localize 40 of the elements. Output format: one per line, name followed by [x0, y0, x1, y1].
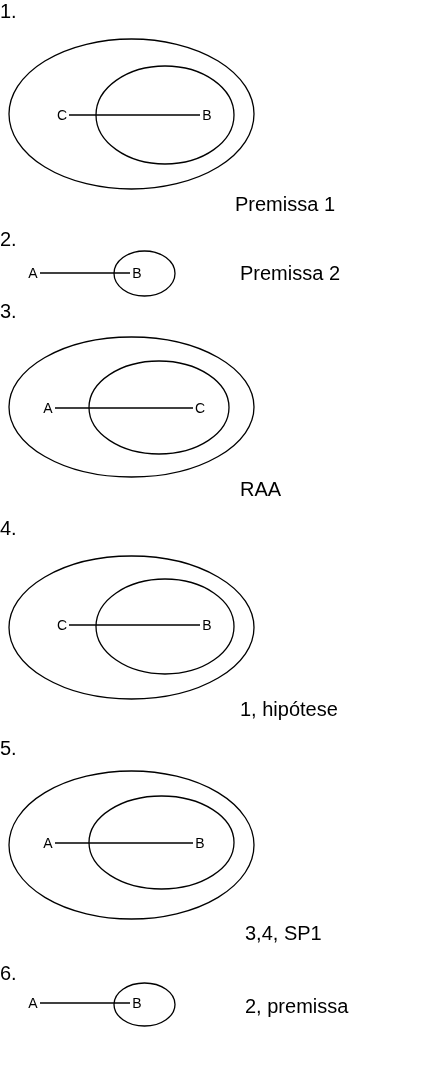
connector-line: [39, 272, 131, 274]
step-number: 5.: [0, 737, 17, 759]
set-ellipse: [8, 336, 255, 478]
set-letter: A: [26, 995, 40, 1011]
set-ellipse: [88, 360, 230, 455]
set-letter: B: [130, 995, 144, 1011]
justification-text: Premissa 1: [235, 193, 336, 215]
set-ellipse: [8, 555, 255, 700]
set-letter: A: [41, 400, 55, 416]
connector-line: [54, 407, 194, 409]
connector-line: [68, 624, 201, 626]
connector-line: [39, 1002, 131, 1004]
step-number: 2.: [0, 228, 17, 250]
justification-text: Premissa 2: [240, 262, 341, 284]
step-number: 3.: [0, 300, 17, 322]
step-number: 4.: [0, 517, 17, 539]
set-ellipse: [8, 770, 255, 920]
set-letter: C: [193, 400, 207, 416]
justification-text: 3,4, SP1: [245, 922, 322, 944]
set-letter: B: [200, 617, 214, 633]
connector-line: [54, 842, 194, 844]
set-letter: B: [130, 265, 144, 281]
set-letter: C: [55, 617, 69, 633]
connector-line: [68, 114, 201, 116]
set-letter: A: [26, 265, 40, 281]
set-ellipse: [113, 250, 176, 297]
set-ellipse: [95, 65, 235, 165]
set-letter: A: [41, 835, 55, 851]
step-number: 1.: [0, 0, 17, 22]
set-letter: B: [193, 835, 207, 851]
justification-text: 1, hipótese: [240, 698, 338, 720]
set-letter: B: [200, 107, 214, 123]
set-ellipse: [8, 38, 255, 190]
step-number: 6.: [0, 962, 17, 984]
justification-text: RAA: [240, 478, 282, 500]
set-ellipse: [113, 982, 176, 1027]
set-ellipse: [88, 795, 235, 890]
justification-text: 2, premissa: [245, 995, 349, 1017]
set-letter: C: [55, 107, 69, 123]
set-ellipse: [95, 578, 235, 675]
